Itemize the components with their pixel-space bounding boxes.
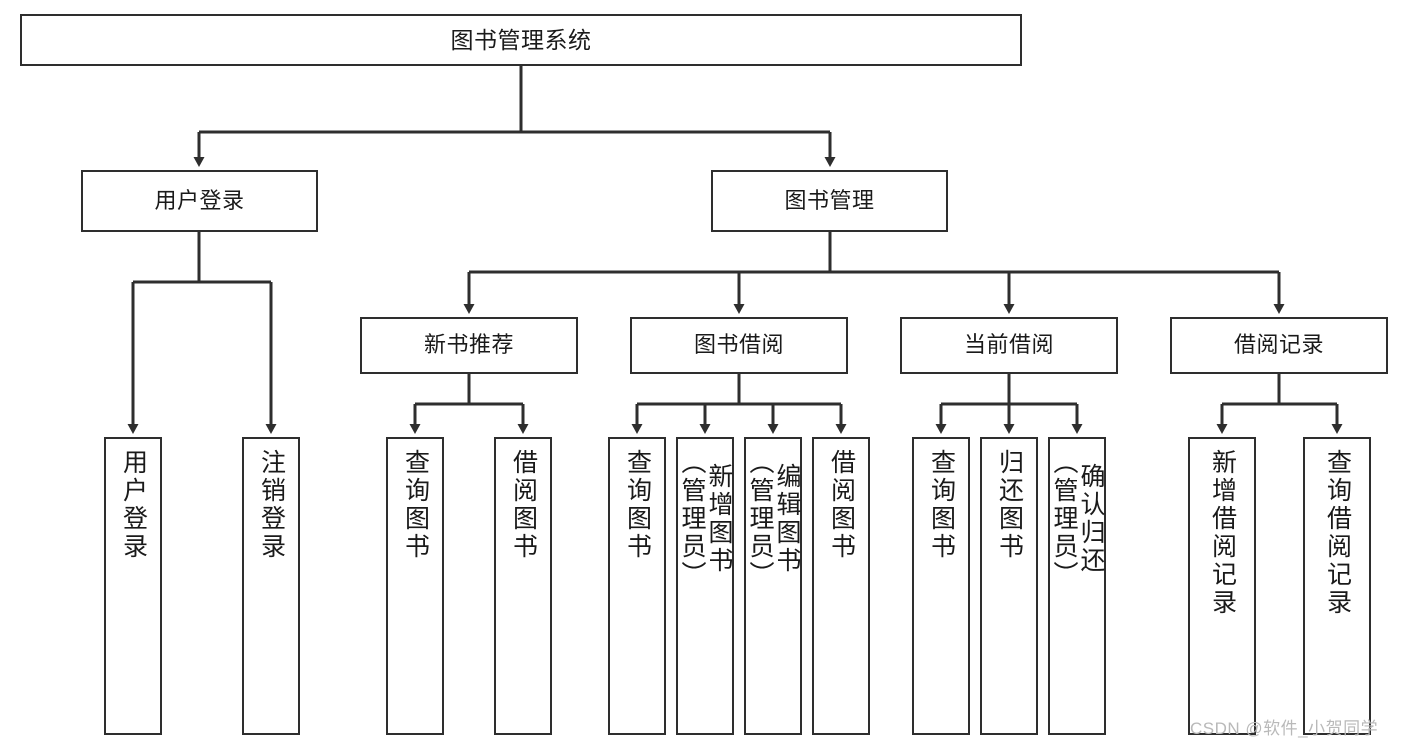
leaf-current-return-book[interactable]: 归还图书 [980,437,1038,735]
node-label: 查询借阅记录 [1323,449,1352,617]
node-root-system[interactable]: 图书管理系统 [20,14,1022,66]
node-label: 图书借阅 [693,332,784,358]
node-label: 归还图书 [995,449,1024,561]
node-label: 当前借阅 [963,332,1054,358]
node-new-book-recommend[interactable]: 新书推荐 [360,317,578,374]
node-label: 注销登录 [257,449,286,561]
node-label: 编辑图书 （管理员） [746,449,801,589]
node-current-borrow[interactable]: 当前借阅 [900,317,1118,374]
leaf-new-book-query[interactable]: 查询图书 [386,437,444,735]
node-label: 新书推荐 [423,332,514,358]
node-label: 图书管理系统 [450,26,592,53]
node-label: 用户登录 [154,187,245,213]
node-label: 查询图书 [401,449,430,561]
leaf-borrow-query-book[interactable]: 查询图书 [608,437,666,735]
node-label: 借阅记录 [1233,332,1324,358]
node-label: 确认归还 （管理员） [1050,449,1105,589]
leaf-user-login[interactable]: 用户登录 [104,437,162,735]
node-borrow-record[interactable]: 借阅记录 [1170,317,1388,374]
leaf-current-confirm-return[interactable]: 确认归还 （管理员） [1048,437,1106,735]
leaf-new-book-borrow[interactable]: 借阅图书 [494,437,552,735]
leaf-borrow-borrow-book[interactable]: 借阅图书 [812,437,870,735]
leaf-current-query-book[interactable]: 查询图书 [912,437,970,735]
node-label: 新增借阅记录 [1208,449,1237,617]
node-label: 查询图书 [927,449,956,561]
leaf-borrow-edit-book[interactable]: 编辑图书 （管理员） [744,437,802,735]
leaf-record-query[interactable]: 查询借阅记录 [1303,437,1371,735]
leaf-user-logout[interactable]: 注销登录 [242,437,300,735]
node-label: 借阅图书 [827,449,856,561]
node-label: 借阅图书 [509,449,538,561]
node-label: 新增图书 （管理员） [678,449,733,589]
node-label: 用户登录 [119,449,148,561]
node-user-login[interactable]: 用户登录 [81,170,318,232]
leaf-borrow-add-book[interactable]: 新增图书 （管理员） [676,437,734,735]
node-book-borrow[interactable]: 图书借阅 [630,317,848,374]
leaf-record-add[interactable]: 新增借阅记录 [1188,437,1256,735]
csdn-watermark: CSDN @软件_小贺同学 [1190,719,1379,738]
node-label: 图书管理 [784,187,875,213]
node-book-management[interactable]: 图书管理 [711,170,948,232]
node-label: 查询图书 [623,449,652,561]
